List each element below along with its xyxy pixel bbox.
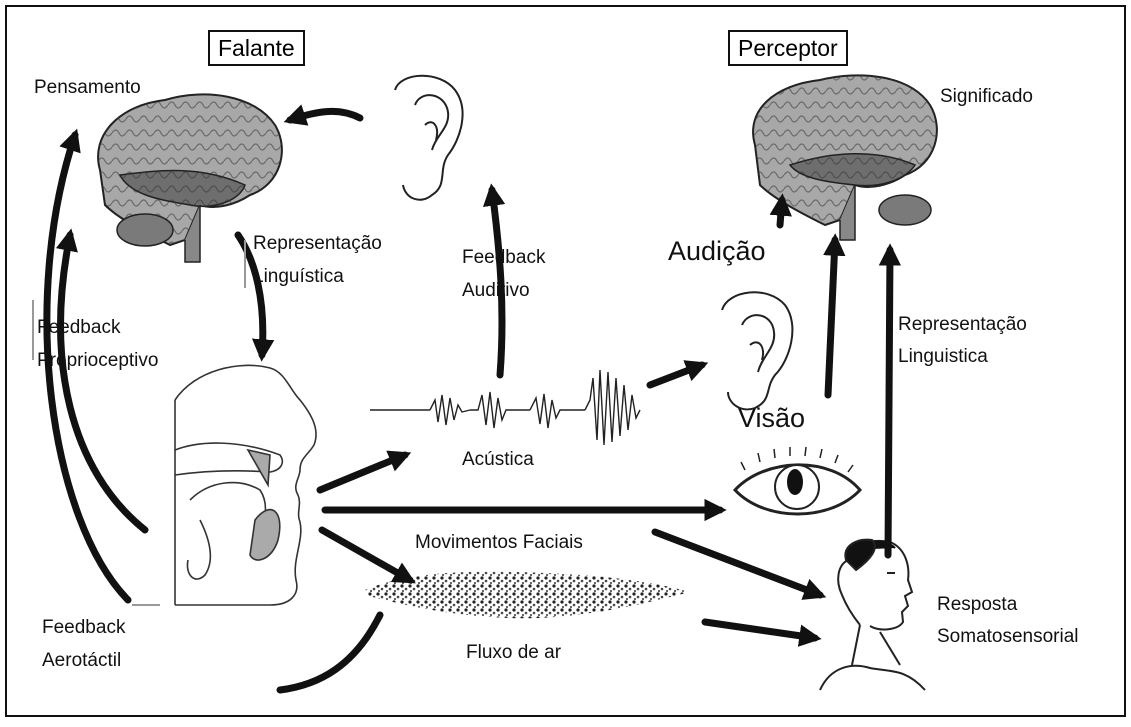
arrow-airflow-to-face [701,618,822,647]
aerotactile-line2: Aerotáctil [42,650,122,671]
auditory-feedback-line1: Feedback [462,247,546,268]
vocal-tract-icon [174,364,317,606]
arrow-wave-to-ear [646,360,709,389]
arrow-to-airflow [318,526,416,584]
thought-label: Pensamento [34,77,141,98]
arrow-facial-to-soma [651,528,827,600]
speaker-linguistic-line1: Representação [253,233,382,254]
airflow-icon [365,571,690,619]
hearing-label: Audição [668,236,766,266]
arrow-auditory-feedback [482,183,506,379]
acoustic-label: Acústica [462,449,534,470]
facial-movements-label: Movimentos Faciais [415,532,583,553]
somatosensory-line2: Somatosensorial [937,626,1079,647]
arrow-airflow-curve [276,611,384,694]
outer-border [5,5,1126,717]
eye-icon [732,446,863,516]
speaker-title: Falante [208,30,305,66]
aerotactile-line1: Feedback [42,617,126,638]
auditory-feedback-line2: Auditivo [462,280,530,301]
proprioceptive-line1: Feedback [37,317,121,338]
arrow-aerotactile-loop [43,128,132,604]
flow-arrows [43,104,902,694]
speaker-brain-icon [97,93,283,263]
speaker-ear-icon [394,74,464,201]
perceiver-title: Perceptor [728,30,848,66]
somatosensory-line1: Resposta [937,594,1018,615]
perceiver-linguistic-line2: Linguistica [898,346,988,367]
waveform-icon [370,369,641,446]
arrow-audition-to-brain [769,193,792,229]
arrow-brain-to-tract [234,231,275,362]
proprioceptive-line2: Proprioceptivo [37,350,159,371]
arrow-soma-to-brain [878,243,902,559]
arrow-proprioceptive [55,228,149,534]
arrow-ear-to-brain [283,104,364,126]
vision-label: Visão [738,403,806,433]
perceiver-brain-icon [752,74,938,241]
speaker-linguistic-line2: Linguística [253,266,344,287]
arrow-vision-to-brain [823,233,846,399]
perceiver-linguistic-line1: Representação [898,314,1027,335]
arrow-to-acoustic [316,450,412,494]
face-icon [819,538,926,691]
airflow-label: Fluxo de ar [466,642,562,663]
perceiver-ear-icon [721,291,794,411]
meaning-label: Significado [940,86,1033,107]
